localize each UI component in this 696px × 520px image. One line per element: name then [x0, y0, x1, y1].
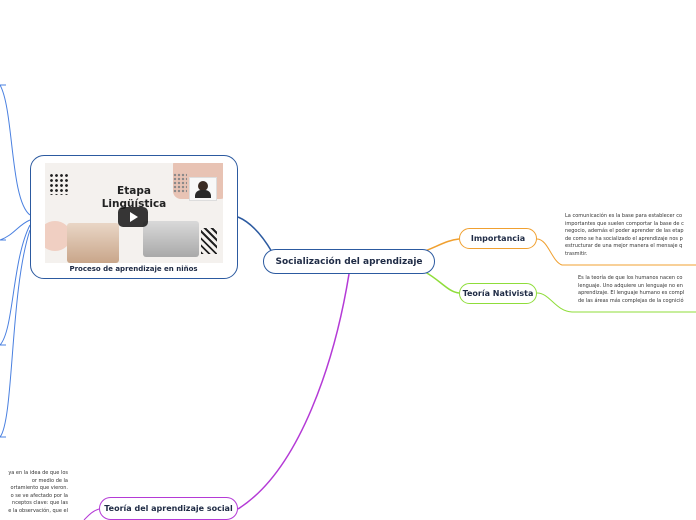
connector-social-text: [83, 508, 100, 520]
connector-nativista-text: [536, 292, 696, 313]
connector-left-2: [0, 219, 31, 241]
decor-blob-pink: [45, 221, 71, 251]
connector-left-3: [0, 224, 31, 346]
video-title: Etapa Lingüística: [101, 185, 167, 210]
connector-left-4: [0, 229, 31, 438]
decor-dots-right: [173, 173, 187, 193]
topic-teoria-nativista[interactable]: Teoría Nativista: [459, 283, 537, 304]
central-topic[interactable]: Socialización del aprendizaje: [263, 249, 435, 274]
photo-baby: [67, 223, 119, 263]
connector-central-importancia: [424, 238, 460, 252]
connector-central-nativista: [424, 271, 460, 294]
connector-left-1: [0, 84, 31, 216]
note-teoria-nativista: Es la teoría de que los humanos nacen co…: [578, 275, 685, 304]
connector-importancia-text: [536, 238, 696, 266]
photo-child: [143, 221, 199, 257]
connector-central-social: [237, 273, 350, 510]
decor-dots: [49, 173, 69, 195]
decor-stripes: [201, 228, 217, 254]
topic-teoria-aprendizaje-social[interactable]: Teoría del aprendizaje social: [99, 497, 238, 520]
connector-central-video: [237, 216, 273, 253]
photo-presenter: [189, 177, 217, 201]
video-caption: Proceso de aprendizaje en niños: [69, 265, 198, 273]
video-thumbnail[interactable]: Etapa Lingüística: [45, 163, 223, 263]
note-teoria-aprendizaje-social: ya en la idea de que los or medio de la …: [8, 470, 68, 514]
play-button[interactable]: [118, 207, 148, 227]
video-node[interactable]: Etapa Lingüística Proceso de aprendizaje…: [30, 155, 238, 279]
topic-importancia[interactable]: Importancia: [459, 228, 537, 249]
note-importancia: La comunicación es la base para establec…: [565, 213, 684, 257]
